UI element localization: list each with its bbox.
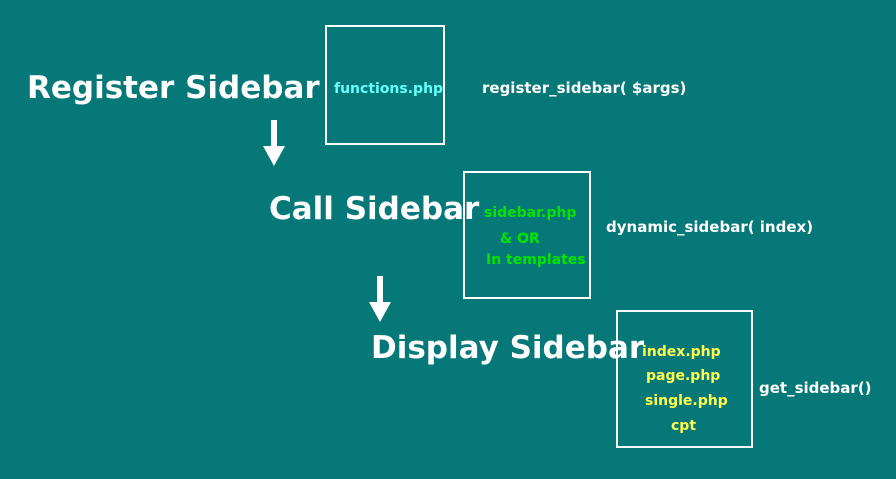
template-files-box (616, 310, 753, 448)
down-arrow-icon (369, 276, 391, 322)
functions-file-box (325, 25, 445, 145)
functions-php-label: functions.php (334, 81, 444, 97)
single-php-label: single.php (645, 393, 728, 409)
page-php-label: page.php (646, 368, 721, 384)
down-arrow-icon (263, 120, 285, 166)
and-or-label: & OR (500, 231, 540, 247)
cpt-label: cpt (671, 418, 697, 434)
register-sidebar-function: register_sidebar( $args) (482, 79, 687, 97)
in-templates-label: In templates (486, 252, 586, 268)
index-php-label: index.php (642, 344, 721, 360)
register-sidebar-title: Register Sidebar (27, 70, 320, 106)
call-sidebar-title: Call Sidebar (269, 191, 480, 227)
get-sidebar-function: get_sidebar() (759, 379, 872, 397)
sidebar-php-label: sidebar.php (484, 205, 577, 221)
dynamic-sidebar-function: dynamic_sidebar( index) (606, 218, 814, 236)
sidebar-file-box (463, 171, 591, 299)
display-sidebar-title: Display Sidebar (371, 330, 645, 366)
